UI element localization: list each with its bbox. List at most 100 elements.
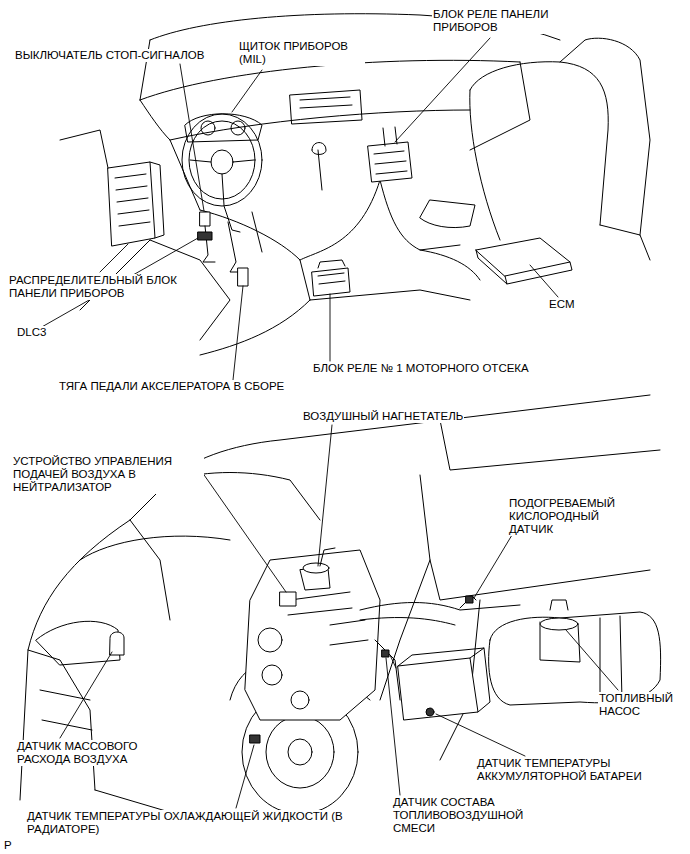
leader-line (236, 745, 254, 808)
part-label: ДАТЧИК ТЕМПЕРАТУРЫ АККУМУЛЯТОРНОЙ БАТАРЕ… (476, 757, 686, 783)
cabin-interior-part (318, 273, 345, 284)
engine-assembly-part (262, 665, 282, 685)
engine-assembly-part (288, 592, 368, 645)
part-label: ECM (548, 298, 576, 311)
cabin-interior-part (470, 62, 530, 150)
leader-line (530, 265, 558, 297)
cabin-interior-part (368, 142, 412, 182)
engine-assembly-part (110, 632, 124, 655)
cabin-interior-part (200, 300, 310, 355)
fuel-tank-part (550, 600, 568, 610)
cabin-interior-part (380, 180, 460, 250)
cabin-interior-part (470, 90, 500, 240)
leader-line (386, 658, 400, 795)
battery-part (426, 708, 434, 716)
cabin-interior-part (476, 250, 572, 284)
leader-line (195, 462, 286, 592)
cabin-interior-part (231, 121, 245, 135)
cabin-interior-part (228, 222, 242, 272)
cabin-interior-part (200, 212, 210, 226)
engine-assembly-part (382, 650, 389, 657)
cabin-interior-part (211, 150, 233, 174)
part-label: ТОПЛИВНЫЙ НАСОС (598, 692, 686, 718)
cabin-interior-part (383, 127, 397, 146)
cabin-interior-part (470, 62, 608, 225)
leader-line (566, 630, 618, 690)
cabin-interior-part (115, 174, 150, 226)
cabin-interior-part (200, 210, 310, 300)
engine-assembly-part (466, 596, 473, 603)
cabin-interior-part (374, 151, 407, 174)
cabin-interior-part (318, 260, 345, 268)
leader-line (100, 244, 128, 272)
engine-assembly-part (390, 655, 396, 668)
fuel-tank-part (540, 618, 578, 630)
figure-code: P (3, 839, 13, 852)
cabin-interior-part (312, 143, 326, 191)
cabin-interior-part (420, 250, 480, 280)
cabin-interior-part (560, 38, 650, 235)
cabin-interior-part (312, 268, 350, 296)
leader-lines (40, 38, 618, 808)
part-label: БЛОК РЕЛЕ ПАНЕЛИ ПРИБОРОВ (432, 8, 574, 34)
cabin-interior-part (108, 162, 155, 246)
cabin-interior-part (238, 268, 248, 286)
engine-assembly-part (291, 691, 309, 709)
engine-assembly-part (250, 735, 260, 743)
part-label: УСТРОЙСТВО УПРАВЛЕНИЯ ПОДАЧЕЙ ВОЗДУХА В … (12, 455, 204, 494)
cabin-interior-part (300, 180, 380, 260)
part-label: ДАТЧИК СОСТАВА ТОПЛИВОВОЗДУШНОЙ СМЕСИ (392, 796, 539, 835)
part-label: ПОДОГРЕВАЕМЫЙ КИСЛОРОДНЫЙ ДАТЧИК (508, 497, 622, 536)
leader-line (318, 425, 332, 566)
leader-line (395, 38, 490, 142)
cabin-interior-part (203, 226, 215, 262)
engine-assembly-part (360, 618, 455, 625)
leader-line (330, 294, 331, 361)
engine-assembly-part (280, 592, 296, 606)
part-label: БЛОК РЕЛЕ № 1 МОТОРНОГО ОТСЕКА (312, 362, 554, 375)
leader-line (232, 70, 262, 112)
vehicle-body-part (420, 475, 650, 600)
battery (398, 648, 490, 720)
fuel-tank-part (600, 616, 622, 700)
part-label: ДАТЧИК МАССОВОГО РАСХОДА ВОЗДУХА (16, 740, 168, 766)
cabin-interior-part (150, 162, 164, 238)
part-label: РАСПРЕДЕЛИТЕЛЬНЫЙ БЛОК ПАНЕЛИ ПРИБОРОВ (8, 274, 190, 300)
leader-line (60, 652, 112, 738)
cabin-interior-part (201, 121, 215, 135)
engine-assembly-part (258, 628, 282, 652)
engine-assembly-part (320, 548, 335, 566)
part-label: ЩИТОК ПРИБОРОВ (MIL) (238, 40, 365, 66)
leader-line (180, 64, 204, 211)
engine-assembly (110, 548, 520, 743)
engine-assembly-part (245, 550, 380, 720)
cabin-interior-part (189, 121, 255, 199)
vehicle-body-part (130, 520, 170, 620)
cabin-interior-part (185, 114, 262, 142)
cabin-interior-part (198, 232, 212, 240)
part-label: DLC3 (16, 326, 47, 339)
vehicle-body-part (80, 536, 230, 560)
cabin-interior-part (290, 90, 362, 124)
leader-line (474, 535, 512, 598)
vehicle-body-part (266, 716, 334, 788)
part-label: ВОЗДУШНЫЙ НАГНЕТАТЕЛЬ (302, 410, 464, 423)
cabin-interior-part (140, 60, 520, 100)
cabin-interior-part (420, 200, 475, 228)
cabin-interior-part (224, 206, 240, 232)
cabin-interior-part (182, 114, 262, 206)
vehicle-body-part (28, 650, 95, 790)
part-label: ДАТЧИК ТЕМПЕРАТУРЫ ОХЛАЖДАЮЩЕЙ ЖИДКОСТИ … (26, 810, 368, 836)
leader-line (436, 714, 525, 756)
fuel-tank (489, 600, 661, 705)
vehicle-body-part (440, 420, 660, 470)
vehicle-body-part (288, 739, 312, 765)
cabin-interior-part (300, 97, 352, 108)
cabin-interior (60, 14, 650, 355)
battery-part (398, 648, 490, 712)
cabin-interior-part (252, 212, 262, 252)
part-label: ВЫКЛЮЧАТЕЛЬ СТОП-СИГНАЛОВ (14, 49, 205, 62)
part-label: ТЯГА ПЕДАЛИ АКСЕЛЕРАТОРА В СБОРЕ (58, 380, 285, 393)
